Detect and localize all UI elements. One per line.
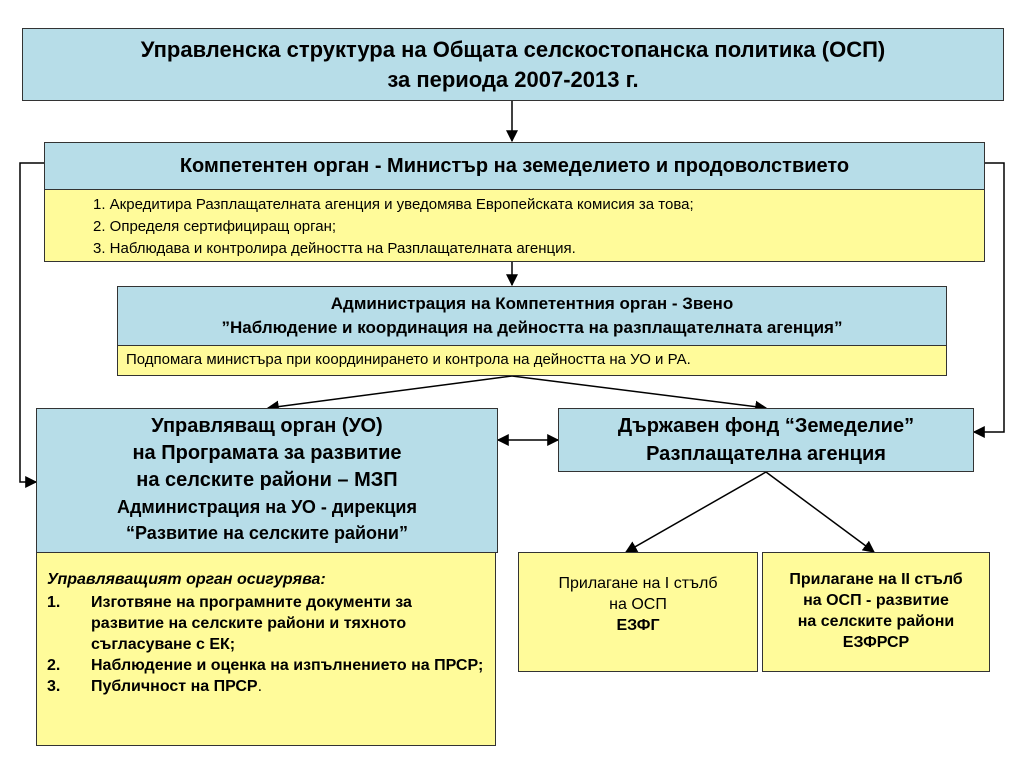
managing-authority-line-2: на Програмата за развитие bbox=[132, 442, 402, 464]
arrow-admin-to-paying bbox=[511, 375, 768, 413]
item-number: 3. bbox=[47, 678, 61, 695]
competent-authority-duties: 1. Акредитира Разплащателната агенция и … bbox=[44, 189, 985, 262]
paying-agency-line-1: Държавен фонд “Земеделие” bbox=[617, 415, 915, 437]
managing-authority-line-4: Администрация на УО - дирекция bbox=[117, 497, 417, 517]
pillar-one-box: Прилагане на I стълб на ОСП ЕЗФГ bbox=[518, 552, 758, 672]
item-number: 2. bbox=[47, 657, 61, 674]
pillar-one-line-2: на ОСП bbox=[609, 596, 667, 613]
title-line-2: за периода 2007-2013 г. bbox=[387, 67, 639, 92]
managing-authority-line-1: Управляващ орган (УО) bbox=[151, 415, 383, 437]
pillar-two-fund: ЕЗФРСР bbox=[842, 634, 910, 651]
title-line-1: Управленска структура на Общата селскост… bbox=[140, 37, 886, 62]
arrow-paying-to-pillar1 bbox=[624, 471, 767, 553]
pillar-two-box: Прилагане на II стълб на ОСП - развитие … bbox=[762, 552, 990, 672]
managing-authority-line-3: на селските райони – МЗП bbox=[136, 469, 398, 491]
diagram-title: Управленска структура на Общата селскост… bbox=[22, 28, 1004, 101]
administration-unit-header: Администрация на Компетентния орган - Зв… bbox=[117, 286, 947, 346]
managing-authority-header: Управляващ орган (УО) на Програмата за р… bbox=[36, 408, 498, 553]
paying-agency-line-2: Разплащателна агенция bbox=[646, 443, 886, 465]
item-text: Публичност на ПРСР bbox=[91, 678, 258, 695]
responsibility-item: 3. Публичност на ПРСР. bbox=[47, 676, 485, 697]
competent-authority-header: Компетентен орган - Министър на земедели… bbox=[44, 142, 985, 190]
item-text: Наблюдение и оценка на изпълнението на П… bbox=[91, 657, 484, 674]
item-period: . bbox=[257, 678, 263, 695]
responsibility-item: 1. Изготвяне на програмните документи за… bbox=[47, 592, 485, 655]
administration-line-1: Администрация на Компетентния орган - Зв… bbox=[330, 294, 734, 313]
managing-authority-responsibilities: Управляващият орган осигурява: 1. Изготв… bbox=[36, 552, 496, 746]
managing-authority-line-5: “Развитие на селските райони” bbox=[126, 523, 408, 543]
pillar-two-line-3: на селските райони bbox=[797, 613, 955, 630]
administration-description-text: Подпомага министъра при координирането и… bbox=[126, 351, 691, 368]
arrow-paying-to-pillar2 bbox=[765, 471, 875, 553]
duty-item: 2. Определя сертифициращ орган; bbox=[93, 218, 337, 235]
administration-line-2: ”Наблюдение и координация на дейността н… bbox=[221, 318, 843, 337]
item-text: Изготвяне на програмните документи за ра… bbox=[91, 594, 412, 653]
duty-item: 3. Наблюдава и контролира дейността на Р… bbox=[93, 240, 576, 257]
arrow-competent-to-paying bbox=[972, 162, 1005, 438]
item-number: 1. bbox=[47, 594, 61, 611]
paying-agency-box: Държавен фонд “Земеделие” Разплащателна … bbox=[558, 408, 974, 472]
pillar-two-line-2: на ОСП - развитие bbox=[803, 592, 949, 609]
pillar-two-line-1: Прилагане на II стълб bbox=[789, 571, 963, 588]
competent-authority-title: Компетентен орган - Министър на земедели… bbox=[179, 155, 850, 177]
pillar-one-fund: ЕЗФГ bbox=[616, 617, 660, 634]
duty-item: 1. Акредитира Разплащателната агенция и … bbox=[93, 196, 694, 213]
administration-unit-description: Подпомага министъра при координирането и… bbox=[117, 345, 947, 376]
responsibilities-heading: Управляващият орган осигурява: bbox=[47, 571, 326, 588]
arrow-competent-to-managing bbox=[19, 162, 44, 488]
responsibility-item: 2. Наблюдение и оценка на изпълнението н… bbox=[47, 655, 485, 676]
pillar-one-line-1: Прилагане на I стълб bbox=[558, 575, 718, 592]
arrow-admin-to-managing bbox=[266, 375, 513, 413]
